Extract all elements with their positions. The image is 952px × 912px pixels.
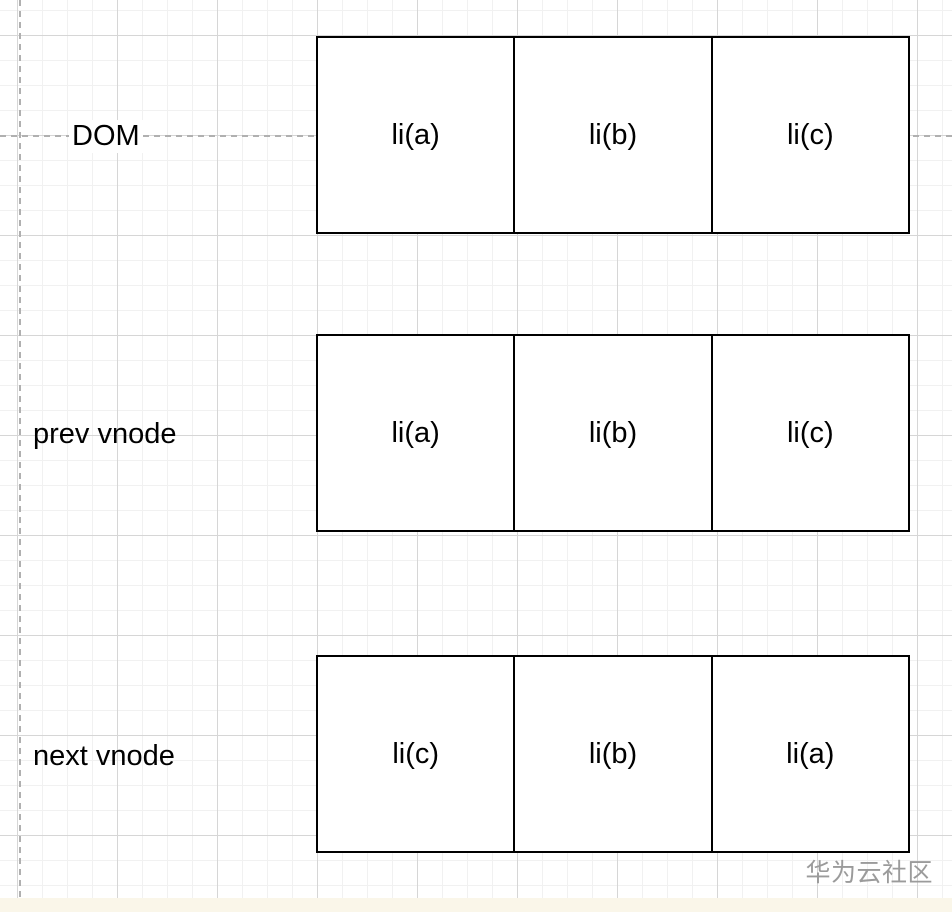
dom-node-row: li(a) li(b) li(c) <box>316 36 910 234</box>
prev-vnode-3: li(c) <box>786 416 834 449</box>
next-vnode-2: li(b) <box>515 657 713 851</box>
label-prev-vnode-text: prev vnode <box>33 417 177 450</box>
next-vnode-1: li(c) <box>318 657 516 851</box>
prev-vnode-row: li(a) li(b) li(c) <box>316 334 910 532</box>
dom-node-3: li(c) <box>786 118 834 151</box>
footer-strip <box>0 898 952 912</box>
page-break-line-vertical <box>19 0 21 898</box>
label-dom: DOM <box>69 118 143 154</box>
dom-node-2: li(b) <box>515 38 713 232</box>
prev-vnode-1: li(a) <box>318 336 516 530</box>
prev-vnode-2: li(b) <box>515 336 713 530</box>
next-vnode-row: li(c) li(b) li(a) <box>316 655 910 853</box>
next-vnode-3: li(a) <box>786 737 835 770</box>
label-next-vnode-text: next vnode <box>33 739 175 772</box>
watermark-huaweicloud-community: 华为云社区 <box>805 859 933 887</box>
label-dom-text: DOM <box>69 119 143 153</box>
label-prev-vnode: prev vnode <box>33 416 177 452</box>
label-next-vnode: next vnode <box>33 738 175 774</box>
dom-node-1: li(a) <box>318 38 516 232</box>
